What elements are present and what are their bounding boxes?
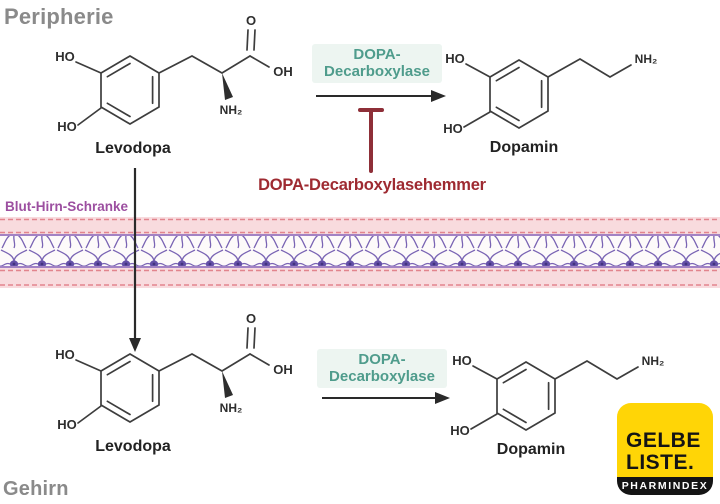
enzyme-line2: Decarboxylase [329,368,435,385]
enzyme-label-brain: DOPA- Decarboxylase [317,349,447,388]
hydroxyl-label: HO [450,423,470,438]
logo-yellow-panel: GELBE LISTE. [617,403,713,477]
logo-title-line2: LISTE. [626,451,695,474]
levodopa-structure-periphery: HO HO O OH NH₂ Levodopa [55,13,293,157]
logo-subtitle: PHARMINDEX [621,480,709,492]
amine-label: NH₂ [220,103,243,117]
reaction-arrow-brain [322,392,450,404]
stereo-wedge-bond [222,371,233,398]
enzyme-line2: Decarboxylase [324,63,430,80]
hydroxyl-label: HO [452,353,472,368]
hydroxyl-label: OH [273,362,293,377]
molecule-name: Levodopa [95,438,171,455]
reaction-arrow-periphery [316,90,446,102]
blood-brain-barrier [0,217,720,288]
carbonyl-oxygen-label: O [246,13,256,28]
hydroxyl-label: HO [443,121,463,136]
vessel-wall-top [0,217,720,235]
hydroxyl-label: OH [273,64,293,79]
enzyme-line1: DOPA- [353,46,401,63]
levodopa-structure-brain: HO HO O OH NH₂ Levodopa [55,311,293,455]
brain-label: Gehirn [3,478,69,500]
dopamin-structure-brain: HO HO NH₂ Dopamin [450,353,665,458]
inhibition-tbar-icon [358,108,384,173]
hydroxyl-label: HO [445,51,465,66]
enzyme-label-periphery: DOPA- Decarboxylase [312,44,442,83]
vessel-wall-bottom [0,267,720,288]
dopamin-structure-periphery: HO HO NH₂ Dopamin [443,51,658,156]
logo-title-line1: GELBE [626,429,701,452]
benzene-ring [100,55,160,125]
carbonyl-oxygen-label: O [246,311,256,326]
molecule-name: Dopamin [497,441,565,458]
amine-label: NH₂ [642,354,665,368]
molecule-name: Levodopa [95,140,171,157]
hydroxyl-label: HO [55,347,75,362]
stereo-wedge-bond [222,73,233,100]
hydroxyl-label: HO [55,49,75,64]
benzene-ring [489,59,549,129]
enzyme-line1: DOPA- [358,351,406,368]
periphery-label: Peripherie [4,4,114,29]
hydroxyl-label: HO [57,119,77,134]
blood-brain-barrier-label: Blut-Hirn-Schranke [5,199,129,214]
logo-black-bar: PHARMINDEX [617,477,713,495]
molecule-name: Dopamin [490,139,558,156]
amine-label: NH₂ [635,52,658,66]
benzene-ring [100,353,160,423]
gelbe-liste-logo: GELBE LISTE. PHARMINDEX [617,403,713,495]
hydroxyl-label: HO [57,417,77,432]
benzene-ring [496,361,556,431]
inhibitor-label: DOPA-Decarboxylasehemmer [258,176,486,194]
amine-label: NH₂ [220,401,243,415]
astrocyte-cells [0,235,720,267]
